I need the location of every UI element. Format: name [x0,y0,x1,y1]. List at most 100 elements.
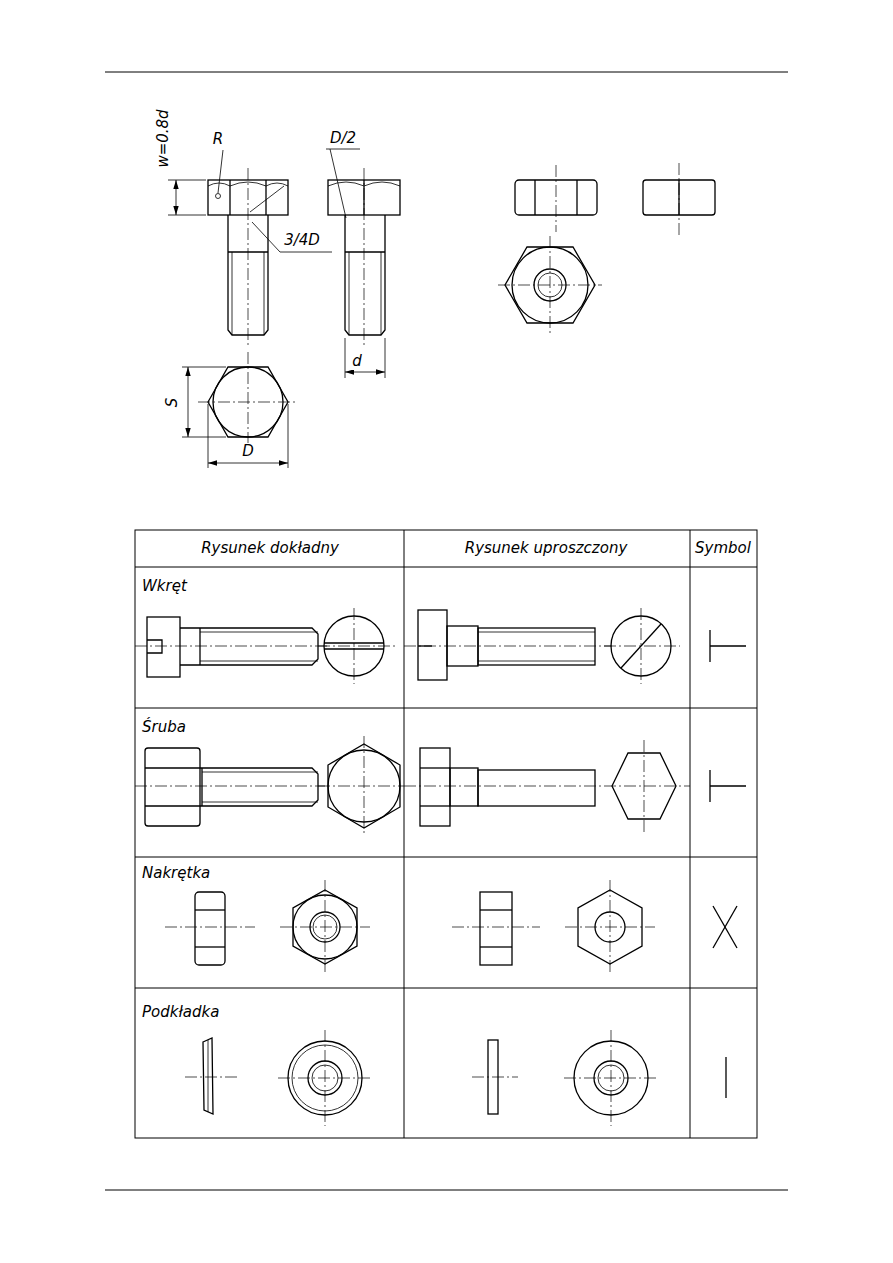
dimension-lines-part [326,149,360,218]
dimension-label: D/2 [328,130,358,147]
table-grid-part [135,857,757,858]
screw-drawings [135,608,746,684]
bolt-drawings-part [202,802,318,803]
nut-drawings-part [480,892,512,965]
bolt-drawings-part [318,786,404,787]
nut-drawings-part [480,946,512,947]
bolt-drawings-part [202,772,318,773]
dimension-lines-part [216,194,221,199]
dimension-lines-part [168,180,206,181]
screw-drawings-part [604,646,680,647]
bolt-drawings-part [404,786,690,787]
washer-drawings-part [564,1078,658,1079]
table-header: Rysunek uproszczony [463,540,630,557]
dimension-label: w=0.8d [155,107,172,169]
dimension-lines-part [288,404,289,468]
dimension-lines-part [208,404,209,468]
bolt-drawings-part [135,786,325,787]
screw-drawings-part [710,645,746,646]
nut-drawings-part [713,906,737,948]
table-grid-part [404,530,405,1138]
dimension-lines-part [345,372,385,373]
nut-views-part [679,163,680,236]
bolt-drawings-part [201,768,202,806]
page-rule [105,72,788,1190]
washer-drawings-part [208,1040,209,1112]
screw-drawings-part [200,632,318,633]
screw-drawings-part [404,646,612,647]
dimension-lines [168,149,385,468]
washer-drawings [185,1030,726,1126]
nut-drawings-part [195,946,225,947]
bolt-side-view-part [345,251,385,252]
nut-drawings-part [452,927,540,928]
nut-views-part [534,180,535,215]
bolt-drawings-part [420,805,450,806]
nut-drawings-part [165,927,255,928]
dimension-label: d [350,353,364,370]
dimension-lines-part [252,222,332,252]
bolt-side-view-part [381,252,382,335]
bolt-front-view-part [232,252,233,335]
washer-drawings-part [725,1057,726,1098]
washer-drawings-part [278,1078,372,1079]
dimension-lines-part [182,367,226,368]
bolt-head-end-view [198,352,298,450]
bolt-drawings-part [145,767,200,768]
screw-drawings-part [478,661,595,662]
nut-views-part [556,165,557,232]
bolt-front-view-part [264,252,265,335]
nut-drawings-part [195,892,225,965]
bolt-front-view [208,168,288,348]
bolt-side-view [328,168,400,348]
dimension-label: S [165,395,182,409]
page-rule-part [105,72,788,73]
bolt-front-view-part [265,180,266,215]
table-header: Rysunek dokładny [199,540,341,557]
dimension-lines-part [168,215,206,216]
table-grid-part [135,530,757,1138]
screw-drawings-part [147,617,180,677]
bolt-drawings-part [145,805,200,806]
row-label: Wkręt [140,578,189,595]
bolt-front-view-part [248,168,249,348]
bolt-drawings-part [200,768,318,806]
row-label: Śruba [140,719,188,736]
table-grid-part [135,988,757,989]
washer-drawings-part [472,1077,518,1078]
washer-drawings-part [203,1038,213,1114]
screw-drawings-part [478,628,595,665]
bolt-head-end-view-part [248,352,249,450]
screw-drawings-part [135,646,330,647]
bolt-front-view-part [229,180,230,215]
table-header: Symbol [693,540,753,557]
nut-drawings-part [480,909,512,910]
washer-drawings-part [185,1077,240,1078]
page-rule-part [105,1190,788,1191]
nut-views [498,163,715,334]
table-grid-part [135,567,757,568]
dimension-lines-part [218,150,223,193]
bolt-drawings-part [420,767,450,768]
bolt-drawings-part [644,740,645,832]
row-label: Nakrętka [140,865,212,882]
screw-drawings-part [478,632,595,633]
screw-drawings-part [147,640,162,653]
dimension-label: D [240,443,256,460]
bolt-drawings-part [478,770,595,806]
bolt-side-view-part [345,215,385,335]
nut-views-part [576,180,577,215]
table-grid [135,530,757,1138]
dimension-label: 3/4D [282,232,322,249]
screw-drawings-part [180,628,318,665]
nut-drawings [165,880,737,974]
bolt-side-view-part [349,252,350,335]
dimension-lines-part [176,180,177,215]
nut-drawings-part [195,909,225,910]
screw-drawings-part [199,628,200,665]
dimension-lines-part [188,367,189,437]
bolt-drawings-part [145,748,200,826]
dimension-lines-part [182,437,226,438]
table-grid-part [135,708,757,709]
table-grid-part [690,530,691,1138]
